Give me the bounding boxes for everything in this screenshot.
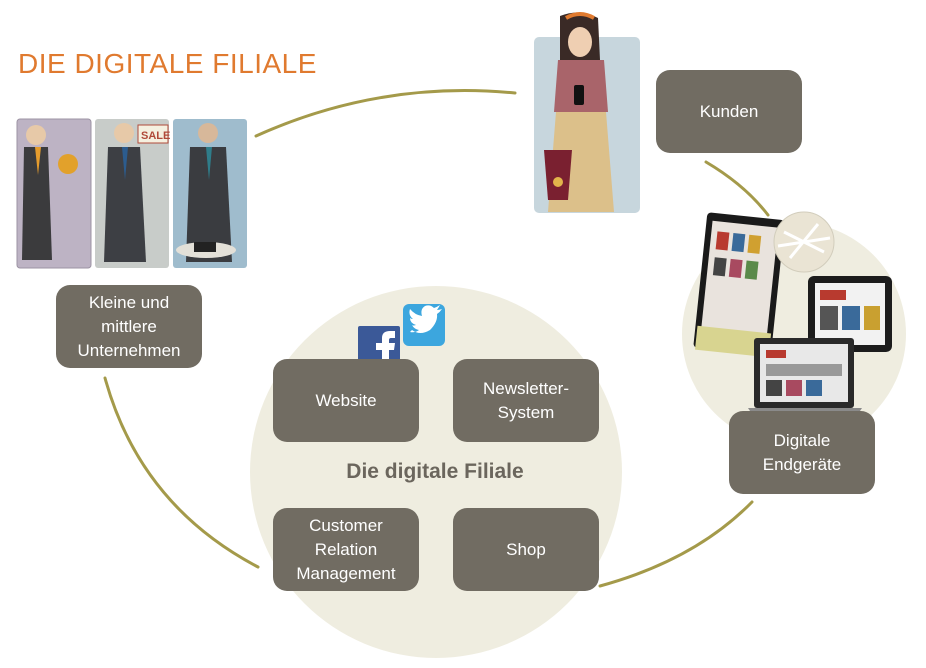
filiale-circle <box>250 286 622 658</box>
connector-filiale-geraete <box>598 500 754 588</box>
shop-box[interactable]: Shop <box>453 508 599 591</box>
website-box[interactable]: Website <box>273 359 419 442</box>
connector-kmu-kunden <box>254 89 517 138</box>
connector-kunden-geraete <box>704 160 770 217</box>
newsletter-box[interactable]: Newsletter- System <box>453 359 599 442</box>
filiale-center-label: Die digitale Filiale <box>346 460 524 483</box>
connector-kmu-filiale <box>103 376 260 569</box>
endgeraete-box[interactable]: Digitale Endgeräte <box>729 411 875 494</box>
kmu-box[interactable]: Kleine und mittlere Unternehmen <box>56 285 202 368</box>
page-title: DIE DIGITALE FILIALE <box>18 48 317 79</box>
crm-box[interactable]: Customer Relation Management <box>273 508 419 591</box>
kunden-box[interactable]: Kunden <box>656 70 802 153</box>
